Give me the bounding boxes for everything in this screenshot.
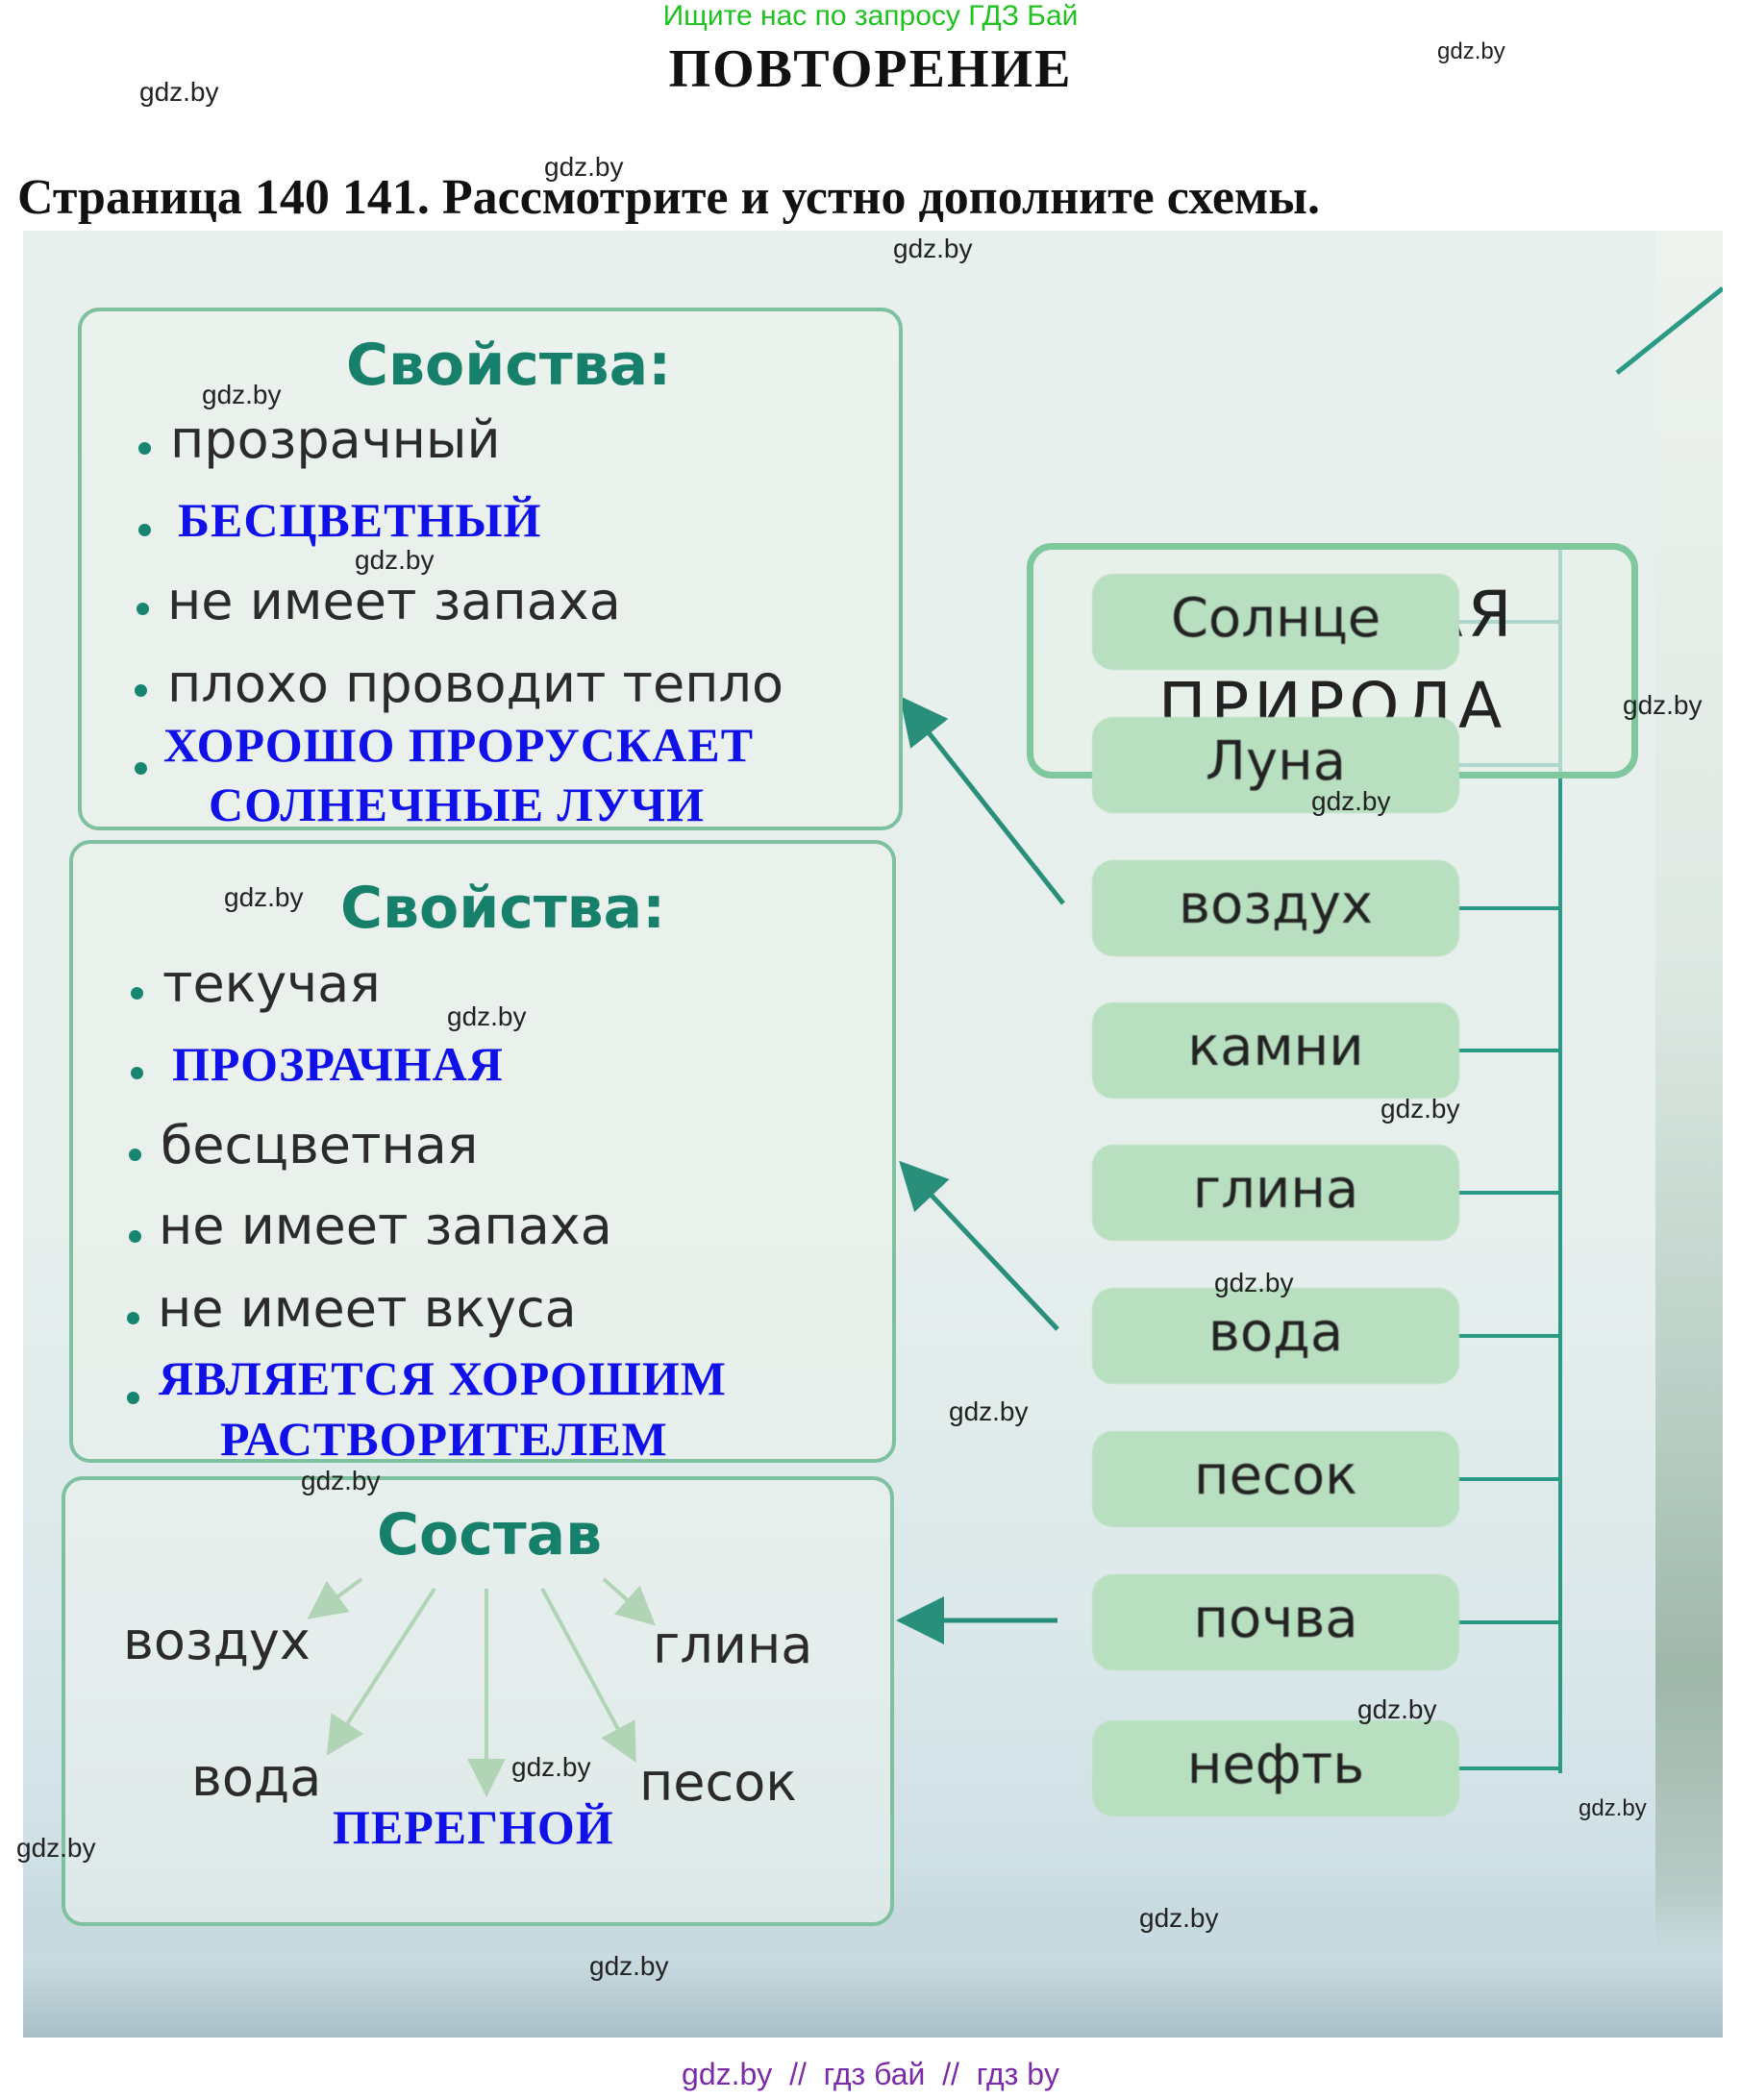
nonliving-item: вода — [1092, 1288, 1459, 1384]
search-note: Ищите нас по запросу ГДЗ Бай — [662, 0, 1079, 32]
soil-component: песок — [639, 1752, 797, 1813]
watermark: gdz.by — [139, 77, 219, 107]
watermark: gdz.by — [1623, 690, 1703, 720]
water-property-item: текучая — [162, 953, 381, 1014]
bullet — [131, 987, 143, 1000]
bullet — [138, 442, 151, 455]
page-title: ПОВТОРЕНИЕ — [668, 39, 1073, 99]
watermark: gdz.by — [301, 1466, 381, 1495]
watermark: gdz.by — [1579, 1795, 1647, 1821]
bullet — [129, 1149, 141, 1161]
water-properties-box — [69, 840, 896, 1463]
watermark: gdz.by — [1139, 1903, 1219, 1933]
nonliving-item-label: почва — [1193, 1588, 1358, 1650]
water-answer: РАСТВОРИТЕЛЕМ — [220, 1412, 668, 1466]
nonliving-item-label: камни — [1187, 1016, 1364, 1078]
bullet — [127, 1312, 139, 1324]
bullet — [131, 1067, 143, 1079]
nonliving-item: песок — [1092, 1431, 1459, 1527]
watermark: gdz.by — [1214, 1268, 1294, 1297]
watermark: gdz.by — [1380, 1094, 1460, 1124]
soil-composition-box — [62, 1476, 894, 1926]
nonliving-item: Луна — [1092, 717, 1459, 813]
air-property-item: не имеет запаха — [167, 571, 621, 631]
textbook-photo: Свойства: прозрачный БЕСЦВЕТНЫЙ не имеет… — [23, 231, 1723, 2038]
nonliving-item: воздух — [1092, 860, 1459, 956]
air-answer: СОЛНЕЧНЫЕ ЛУЧИ — [209, 778, 706, 831]
nonliving-item: глина — [1092, 1145, 1459, 1241]
watermark: gdz.by — [511, 1752, 591, 1782]
bullet — [138, 524, 151, 536]
background-landscape — [1655, 231, 1723, 2038]
watermark: gdz.by — [589, 1951, 669, 1981]
watermark: gdz.by — [544, 152, 624, 182]
bullet — [129, 1230, 141, 1243]
soil-component: глина — [653, 1615, 813, 1675]
water-answer: ЯВЛЯЕТСЯ ХОРОШИМ — [159, 1351, 727, 1405]
watermark: gdz.by — [355, 545, 435, 575]
air-properties-title: Свойства: — [346, 332, 672, 399]
watermark: gdz.by — [893, 234, 973, 263]
nonliving-item: Солнце — [1092, 574, 1459, 670]
bullet — [127, 1392, 139, 1404]
bullet — [137, 603, 149, 615]
watermark: gdz.by — [16, 1833, 96, 1863]
watermark: gdz.by — [1311, 786, 1391, 816]
water-property-item: не имеет вкуса — [158, 1278, 577, 1339]
water-properties-title: Свойства: — [340, 875, 666, 942]
air-properties-box — [78, 308, 903, 830]
watermark: gdz.by — [949, 1396, 1029, 1426]
nonliving-item-label: песок — [1194, 1445, 1357, 1507]
nonliving-item-label: глина — [1192, 1158, 1359, 1221]
nonliving-item-label: воздух — [1178, 874, 1374, 936]
watermark: gdz.by — [1357, 1694, 1437, 1724]
watermark: gdz.by — [447, 1001, 527, 1031]
air-answer: БЕСЦВЕТНЫЙ — [178, 493, 542, 547]
nonliving-item-label: нефть — [1186, 1734, 1365, 1796]
nonliving-item-label: Луна — [1205, 730, 1347, 793]
nonliving-item-label: Солнце — [1170, 587, 1381, 650]
bullet — [135, 684, 147, 697]
task-heading: Страница 140 141. Рассмотрите и устно до… — [17, 170, 1320, 225]
watermark: gdz.by — [202, 380, 282, 409]
soil-answer: ПЕРЕГНОЙ — [333, 1800, 614, 1854]
watermark: gdz.by — [1437, 38, 1505, 64]
bullet — [135, 762, 147, 775]
water-property-item: бесцветная — [161, 1115, 479, 1175]
nonliving-item: камни — [1092, 1002, 1459, 1099]
watermark: gdz.by — [224, 882, 304, 912]
water-answer: ПРОЗРАЧНАЯ — [172, 1037, 504, 1091]
soil-component: вода — [191, 1747, 322, 1808]
footer-links: gdz.by // гдз бай // гдз by — [682, 2057, 1059, 2091]
air-property-item: плохо проводит тепло — [167, 654, 784, 714]
air-answer: ХОРОШО ПРОРУСКАЕТ — [163, 718, 755, 772]
water-property-item: не имеет запаха — [159, 1196, 612, 1256]
air-property-item: прозрачный — [170, 409, 501, 470]
soil-composition-title: Состав — [377, 1501, 603, 1569]
nonliving-item-label: вода — [1207, 1301, 1344, 1364]
nonliving-item: нефть — [1092, 1720, 1459, 1816]
nonliving-item: почва — [1092, 1574, 1459, 1670]
soil-component: воздух — [123, 1611, 311, 1671]
